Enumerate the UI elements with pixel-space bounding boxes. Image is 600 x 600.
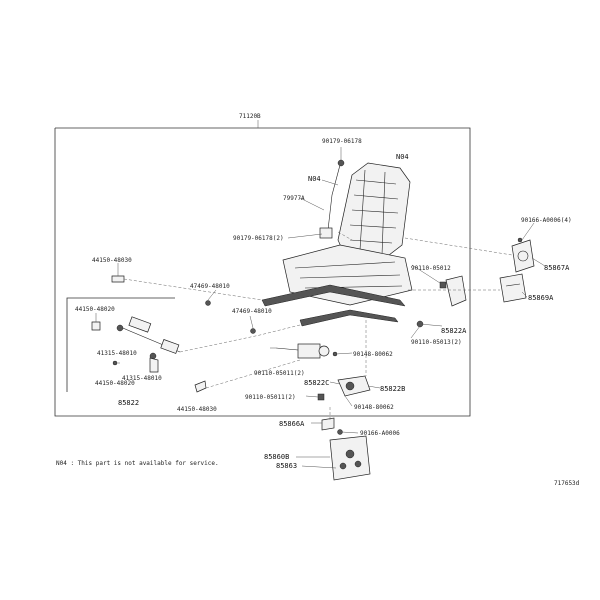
label-85822b: 85822B bbox=[380, 385, 405, 393]
label-90110-05011: 90110-05011(2) bbox=[254, 370, 305, 377]
label-90148-b: 90148-80062 bbox=[354, 404, 394, 411]
label-90148-a: 90148-80062 bbox=[353, 351, 393, 358]
label-47469-top: 47469-48010 bbox=[190, 283, 230, 290]
label-44150-left: 44150-48020 bbox=[75, 306, 115, 313]
cable-rod-assembly bbox=[91, 275, 256, 393]
label-85866a: 85866A bbox=[279, 420, 305, 428]
actuator-assembly bbox=[275, 275, 467, 401]
label-41315-b: 41315-48010 bbox=[122, 375, 162, 382]
label-41315-a: 41315-48010 bbox=[97, 350, 137, 357]
seat-frame-illustration bbox=[261, 159, 413, 327]
label-85863: 85863 bbox=[276, 462, 297, 470]
label-85869a: 85869A bbox=[528, 294, 554, 302]
label-n04-top: N04 bbox=[396, 153, 409, 161]
diagram-id: 717653d bbox=[554, 480, 580, 487]
label-n04-mid: N04 bbox=[308, 175, 321, 183]
part-labels: 71120B 90179-06178 N04 N04 79977A 90179-… bbox=[56, 113, 580, 487]
label-85822c: 85822C bbox=[304, 379, 329, 387]
label-90110-05011-b: 90110-05011(2) bbox=[245, 394, 296, 401]
switch-parts-right bbox=[499, 237, 535, 303]
label-85822a: 85822A bbox=[441, 327, 467, 335]
label-71120b: 71120B bbox=[239, 113, 261, 120]
label-85867a: 85867A bbox=[544, 264, 570, 272]
leader-lines bbox=[95, 147, 546, 469]
assembly-frame bbox=[54, 120, 471, 417]
label-44150-d: 44150-48030 bbox=[177, 406, 217, 413]
bottom-switch-assembly bbox=[321, 417, 371, 481]
label-44150-c: 44150-48020 bbox=[95, 380, 135, 387]
label-90179-mid: 90179-06178(2) bbox=[233, 235, 284, 242]
label-85822: 85822 bbox=[118, 399, 139, 407]
label-44150-top: 44150-48030 bbox=[92, 257, 132, 264]
label-47469-mid: 47469-48010 bbox=[232, 308, 272, 315]
label-90110-right-b: 90110-05013(2) bbox=[411, 339, 462, 346]
label-90166-top-right: 90166-A0006(4) bbox=[521, 217, 572, 224]
label-90179-top: 90179-06178 bbox=[322, 138, 362, 145]
label-85860b: 85860B bbox=[264, 453, 289, 461]
label-79977a: 79977A bbox=[283, 195, 305, 202]
sub-frame-85822 bbox=[66, 297, 175, 392]
label-90110-right: 90110-05012 bbox=[411, 265, 451, 272]
service-note: N04 : This part is not available for ser… bbox=[56, 460, 219, 467]
label-90166-bottom: 90166-A0006 bbox=[360, 430, 400, 437]
